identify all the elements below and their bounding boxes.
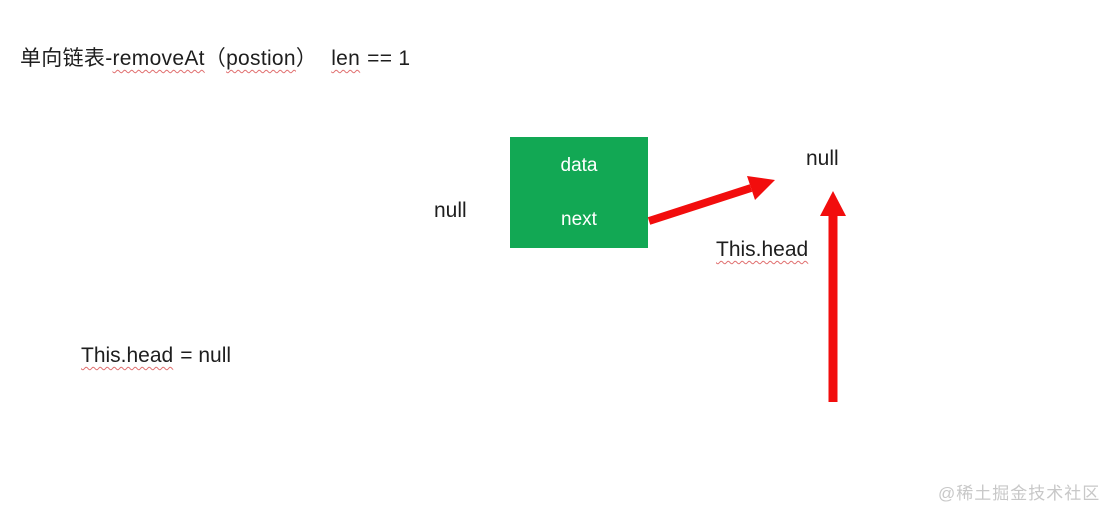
title-prefix: 单向链表- bbox=[20, 47, 113, 70]
assignment-rhs: = null bbox=[180, 344, 232, 367]
title-method: removeAt bbox=[112, 47, 205, 70]
head-pointer-arrow bbox=[820, 191, 846, 402]
next-pointer-arrow bbox=[647, 176, 775, 225]
node-data-field: data bbox=[560, 155, 598, 176]
title-condition: == 1 bbox=[367, 47, 411, 70]
null-label-head-target: null bbox=[806, 147, 839, 170]
assignment-lhs: This.head bbox=[81, 344, 174, 367]
watermark: @稀土掘金技术社区 bbox=[938, 484, 1101, 503]
title-param: postion bbox=[226, 47, 296, 70]
title-len-keyword: len bbox=[331, 47, 361, 70]
linked-list-node: data next bbox=[510, 137, 648, 248]
node-next-field: next bbox=[561, 209, 597, 230]
null-label-next-target: null bbox=[434, 199, 467, 222]
head-assignment-text: This.head = null bbox=[81, 344, 231, 368]
title-paren-open-char: （ bbox=[204, 47, 227, 70]
head-pointer-label: This.head bbox=[716, 238, 809, 261]
title-paren-close-char: ） bbox=[295, 47, 318, 70]
page-title: 单向链表-removeAt（postion） len == 1 bbox=[20, 42, 410, 72]
